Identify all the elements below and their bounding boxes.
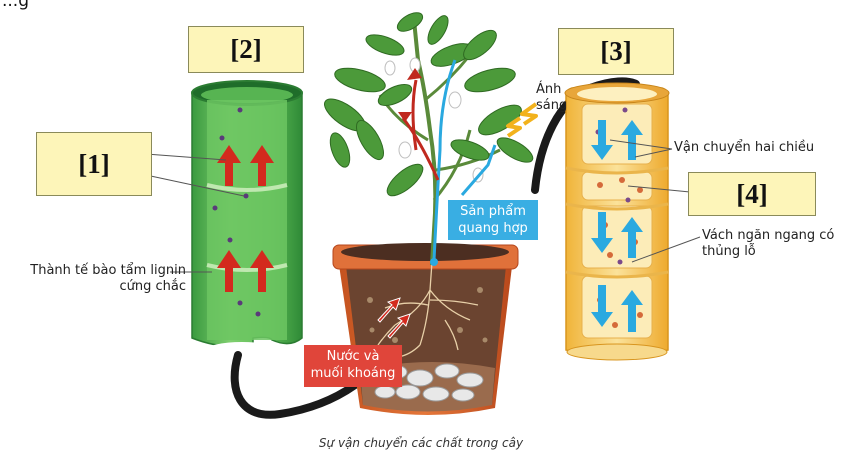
label-2-text: [2] <box>230 34 261 65</box>
plant-pot <box>333 243 518 415</box>
label-box-3: [3] <box>558 28 674 75</box>
phloem-sieve-tube <box>565 83 669 360</box>
xylem-vessel <box>192 81 302 358</box>
cell-wall-label: Thành tế bào tẩm lignin cứng chắc <box>6 263 186 295</box>
label-box-2: [2] <box>188 26 304 73</box>
water-minerals-tag: Nước và muối khoáng <box>304 345 402 387</box>
label-3-text: [3] <box>600 36 631 67</box>
label-box-4: [4] <box>688 172 816 216</box>
label-1-text: [1] <box>78 149 109 180</box>
light-label-line1: Ánh <box>536 82 567 98</box>
water-tag-line1: Nước và <box>304 348 402 365</box>
sieve-plate-line2: thủng lỗ <box>702 244 834 260</box>
two-way-transport-label: Vận chuyển hai chiều <box>674 140 814 156</box>
photosynthesis-tag-line1: Sản phẩm <box>448 203 538 220</box>
label-box-1: [1] <box>36 132 152 196</box>
two-way-transport-text: Vận chuyển hai chiều <box>674 140 814 155</box>
sieve-plate-line1: Vách ngăn ngang có <box>702 228 834 244</box>
cell-wall-label-line2: cứng chắc <box>6 279 186 295</box>
label-4-text: [4] <box>736 179 767 210</box>
light-label-line2: sáng <box>536 98 567 114</box>
photosynthesis-product-tag: Sản phẩm quang hợp <box>448 200 538 240</box>
photosynthesis-tag-line2: quang hợp <box>448 220 538 237</box>
cell-wall-label-line1: Thành tế bào tẩm lignin <box>6 263 186 279</box>
water-tag-line2: muối khoáng <box>304 365 402 382</box>
figure-caption: Sự vận chuyển các chất trong cây <box>0 436 842 450</box>
sieve-plate-label: Vách ngăn ngang có thủng lỗ <box>702 228 834 260</box>
light-label: Ánh sáng <box>536 82 567 114</box>
